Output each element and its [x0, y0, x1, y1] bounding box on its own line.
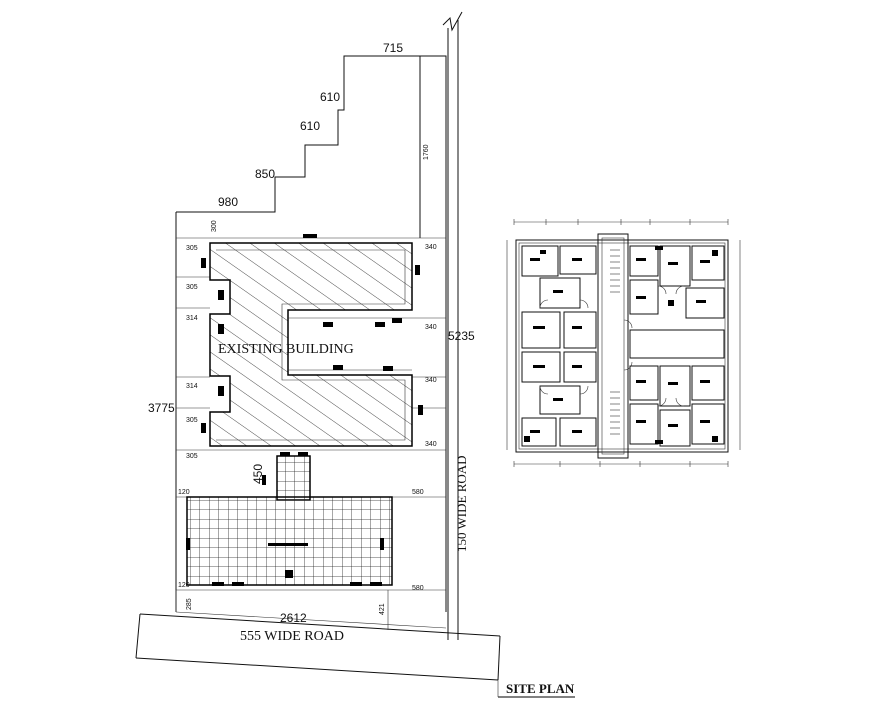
dim-610b: 610 — [300, 119, 320, 133]
break-mark — [442, 11, 463, 32]
bottom-road-top — [139, 613, 501, 637]
paving-marks — [186, 452, 384, 586]
dim-450: 450 — [251, 464, 265, 484]
existing-building-footprint — [209, 242, 413, 447]
courtyard — [292, 314, 412, 374]
dim-715: 715 — [383, 41, 403, 55]
road-boundary — [175, 611, 447, 629]
dim-305d: 305 — [186, 453, 198, 460]
dim-314b: 314 — [186, 383, 198, 390]
floor-plan — [506, 219, 741, 467]
dim-340c: 340 — [425, 377, 437, 384]
side-road-label: 150 WIDE ROAD — [454, 455, 469, 552]
dim-610a: 610 — [320, 90, 340, 104]
road-end — [135, 613, 141, 659]
dim-340a: 340 — [425, 244, 437, 251]
dim-300: 300 — [211, 220, 218, 232]
dim-305a: 305 — [186, 245, 198, 252]
road-end — [497, 635, 501, 681]
dim-580a: 580 — [412, 489, 424, 496]
dim-580b: 580 — [412, 585, 424, 592]
tiled-entrance — [276, 455, 311, 501]
existing-building-inner — [216, 249, 406, 441]
dim-421: 421 — [379, 603, 386, 615]
plot-boundary — [176, 55, 447, 612]
existing-building-label: EXISTING BUILDING — [218, 342, 354, 357]
dim-305c: 305 — [186, 417, 198, 424]
dim-980: 980 — [218, 195, 238, 209]
dim-305b: 305 — [186, 284, 198, 291]
dim-120b: 120 — [178, 582, 190, 589]
dim-3775: 3775 — [148, 401, 175, 415]
dim-5235: 5235 — [448, 329, 475, 343]
dim-2612: 2612 — [280, 611, 307, 625]
dim-285: 285 — [186, 598, 193, 610]
dim-1760: 1760 — [423, 144, 430, 160]
dim-120a: 120 — [178, 489, 190, 496]
site-plan-title: SITE PLAN — [506, 681, 575, 696]
bottom-road-label: 555 WIDE ROAD — [240, 629, 344, 644]
dim-340d: 340 — [425, 441, 437, 448]
dim-340b: 340 — [425, 324, 437, 331]
bottom-road-bottom — [135, 657, 499, 681]
building-openings — [201, 234, 423, 433]
dim-314a: 314 — [186, 315, 198, 322]
dim-850: 850 — [255, 167, 275, 181]
